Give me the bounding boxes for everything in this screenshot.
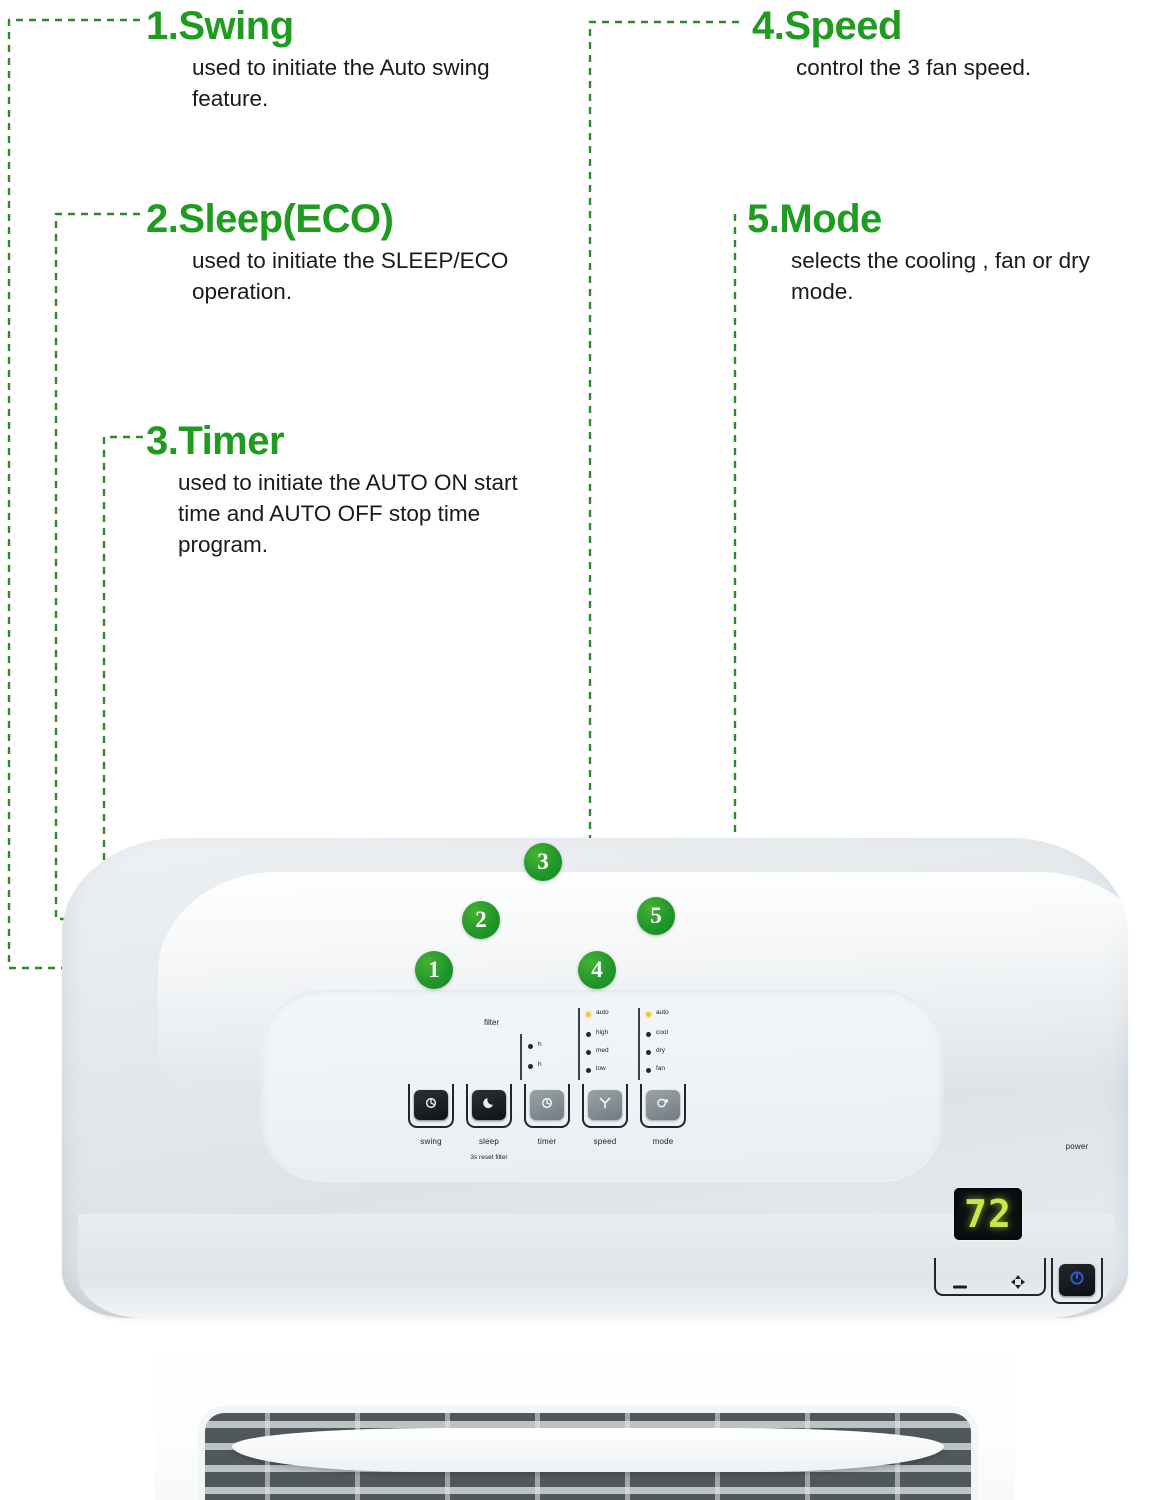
mode-led-label-cool: cool <box>656 1029 668 1036</box>
swing-button-bracket <box>408 1084 454 1128</box>
timer-indicator-bar <box>520 1034 522 1080</box>
speed-led-high <box>586 1032 591 1037</box>
swing-icon <box>423 1095 439 1116</box>
speed-led-label-high: high <box>596 1029 609 1036</box>
timer-led-2 <box>528 1064 533 1069</box>
badge-3[interactable]: 3 <box>524 843 562 881</box>
filter-label: filter <box>484 1018 500 1027</box>
speed-led-label-med: med <box>596 1047 609 1054</box>
badge-5[interactable]: 5 <box>637 897 675 935</box>
sleep-button[interactable] <box>472 1090 506 1120</box>
sleep-button-bracket <box>466 1084 512 1128</box>
callout-speed: 4.Speed control the 3 fan speed. <box>752 4 1031 83</box>
mode-led-cool <box>646 1032 651 1037</box>
display-value: 72 <box>964 1192 1012 1236</box>
speed-led-med <box>586 1050 591 1055</box>
mode-led-label-fan: fan <box>656 1065 666 1072</box>
callout-title-2: 2.Sleep(ECO) <box>146 197 394 241</box>
power-button-bracket <box>1051 1258 1103 1304</box>
temperature-display: 72 <box>954 1188 1022 1240</box>
callout-body-3: used to initiate the AUTO ON start time … <box>178 470 518 557</box>
mode-led-dry <box>646 1050 651 1055</box>
callout-body-1: used to initiate the Auto swing feature. <box>192 55 490 111</box>
callout-body-5: selects the cooling , fan or dry mode. <box>791 248 1090 304</box>
fan-icon <box>597 1095 613 1116</box>
badge-4[interactable]: 4 <box>578 951 616 989</box>
mode-led-fan <box>646 1068 651 1073</box>
power-button[interactable] <box>1059 1264 1095 1296</box>
control-panel-recess: filter h h auto high med low auto cool <box>262 990 1103 1304</box>
callout-swing: 1.Swing used to initiate the Auto swing … <box>146 4 542 114</box>
swing-button-label: swing <box>420 1137 442 1146</box>
power-icon <box>1068 1269 1086 1292</box>
speed-led-low <box>586 1068 591 1073</box>
timer-led-label-1: h <box>538 1041 542 1048</box>
clock-icon <box>539 1095 555 1116</box>
vent-louver <box>232 1428 944 1472</box>
speed-led-auto <box>586 1012 591 1017</box>
callout-body-2: used to initiate the SLEEP/ECO operation… <box>192 248 509 304</box>
swing-button[interactable] <box>414 1090 448 1120</box>
mode-led-label-dry: dry <box>656 1047 666 1054</box>
mode-led-auto <box>646 1012 651 1017</box>
callout-sleep-eco: 2.Sleep(ECO) used to initiate the SLEEP/… <box>146 197 542 307</box>
callout-title-4: 4.Speed <box>752 4 902 48</box>
air-conditioner-unit: filter h h auto high med low auto cool <box>0 810 1163 1500</box>
callout-timer: 3.Timer used to initiate the AUTO ON sta… <box>146 419 528 560</box>
power-button-label: power <box>1065 1142 1089 1151</box>
timer-button[interactable] <box>530 1090 564 1120</box>
moon-icon <box>482 1095 497 1115</box>
timer-led-label-2: h <box>538 1061 542 1068</box>
temperature-rocker-bracket <box>934 1258 1046 1296</box>
speed-button-bracket <box>582 1084 628 1128</box>
mode-icon <box>655 1095 671 1116</box>
callout-body-4: control the 3 fan speed. <box>796 55 1032 80</box>
temp-down-button[interactable] <box>952 1278 968 1296</box>
timer-button-label: timer <box>537 1137 557 1146</box>
callout-title-5: 5.Mode <box>747 197 882 241</box>
mode-button-label: mode <box>652 1137 674 1146</box>
callout-mode: 5.Mode selects the cooling , fan or dry … <box>747 197 1141 307</box>
sleep-button-label: sleep <box>478 1137 500 1146</box>
callout-title-3: 3.Timer <box>146 419 285 463</box>
badge-2[interactable]: 2 <box>462 901 500 939</box>
mode-indicator-bar <box>638 1008 640 1080</box>
speed-led-label-low: low <box>596 1065 606 1072</box>
mode-button-bracket <box>640 1084 686 1128</box>
callout-title-1: 1.Swing <box>146 4 294 48</box>
sleep-button-sublabel: 3s reset filter <box>470 1154 508 1161</box>
mode-led-label-auto: auto <box>656 1009 669 1016</box>
badge-1[interactable]: 1 <box>415 951 453 989</box>
timer-button-bracket <box>524 1084 570 1128</box>
speed-led-label-auto: auto <box>596 1009 609 1016</box>
speed-button[interactable] <box>588 1090 622 1120</box>
speed-button-label: speed <box>593 1137 617 1146</box>
timer-led-1 <box>528 1044 533 1049</box>
temp-up-button[interactable] <box>1010 1274 1026 1295</box>
speed-indicator-bar <box>578 1008 580 1080</box>
mode-button[interactable] <box>646 1090 680 1120</box>
